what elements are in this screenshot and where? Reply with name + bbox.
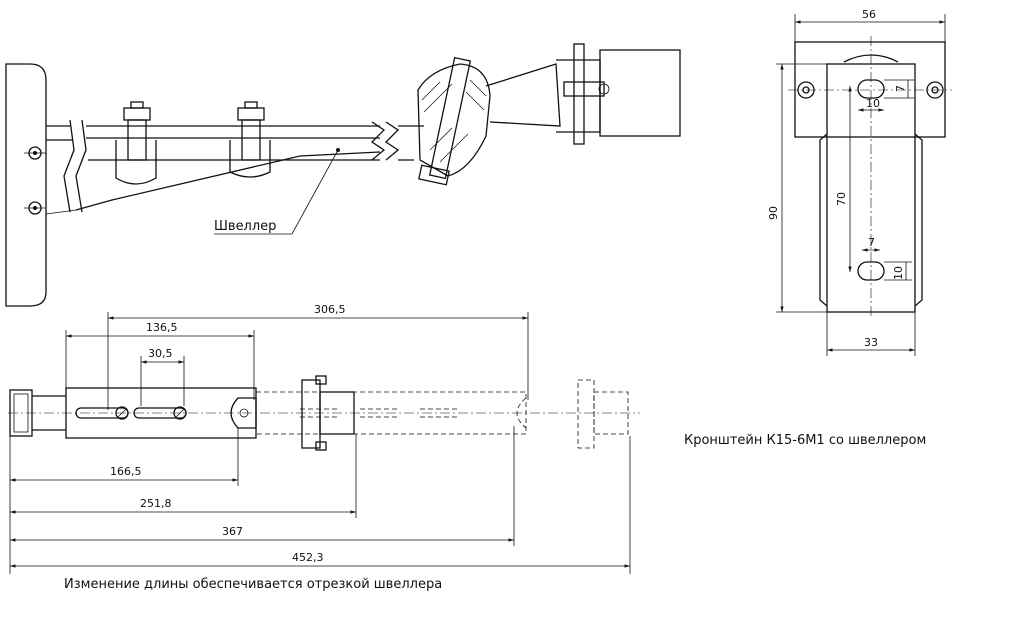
channel-label: Швеллер: [214, 219, 276, 234]
mounting-hole-icon: [24, 146, 46, 160]
slot-icon: [857, 261, 885, 281]
dim-10-top: 10: [866, 97, 880, 110]
dim-33: 33: [864, 336, 878, 349]
front-view-dimensions: 56 90 70 33 7 10 7 10: [767, 8, 946, 356]
slot-icon: [857, 79, 885, 99]
dim-367: 367: [222, 525, 243, 538]
dim-306-5: 306,5: [314, 303, 346, 316]
mounting-hole-icon: [24, 201, 46, 215]
dim-7-top: 7: [894, 85, 907, 92]
pivot-joint-icon: [417, 56, 491, 186]
plan-view-dimensions: 306,5 136,5 30,5 166,5 251,8 367 452,3: [9, 303, 631, 574]
flange-ghost-icon: [577, 379, 629, 449]
dim-136-5: 136,5: [146, 321, 178, 334]
flange-icon: [301, 375, 355, 451]
dim-56: 56: [862, 8, 876, 21]
dim-452-3: 452,3: [292, 551, 324, 564]
dim-70: 70: [835, 192, 848, 206]
clamp-bolt-icon: [229, 101, 271, 178]
dim-90: 90: [767, 206, 780, 220]
clamp-bolt-icon: [115, 101, 157, 185]
dim-251-8: 251,8: [140, 497, 172, 510]
front-view: [788, 36, 952, 318]
dim-30-5: 30,5: [148, 347, 173, 360]
side-view: Швеллер: [5, 43, 681, 307]
dim-166-5: 166,5: [110, 465, 142, 478]
length-note: Изменение длины обеспечивается отрезкой …: [64, 577, 442, 592]
dim-10-bottom: 10: [892, 266, 905, 280]
drawing-title: Кронштейн К15-6М1 со швеллером: [684, 433, 926, 448]
plan-view: [8, 375, 640, 451]
dim-7-bottom: 7: [868, 236, 875, 249]
